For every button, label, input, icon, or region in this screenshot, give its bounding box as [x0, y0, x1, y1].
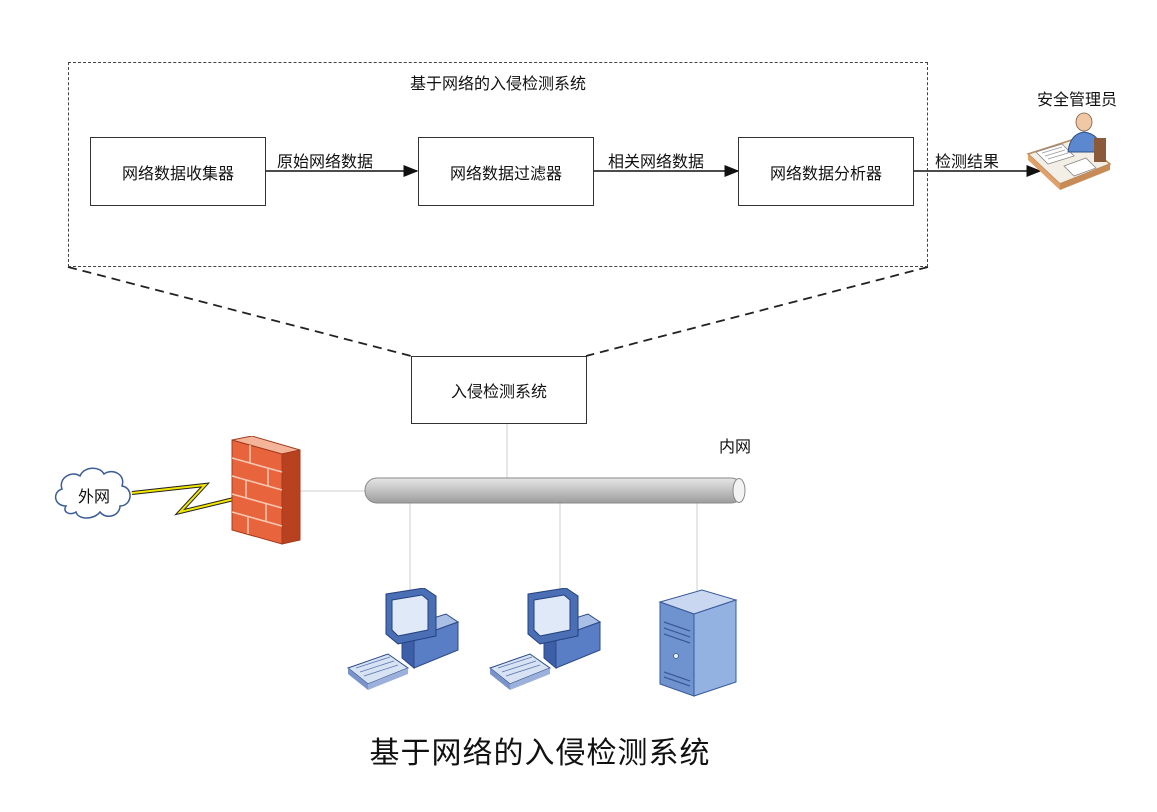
security-admin-icon — [1026, 112, 1112, 190]
ids-detail-frame — [68, 62, 928, 267]
admin-label: 安全管理员 — [1037, 90, 1118, 109]
edge-label-detection-result: 检测结果 — [935, 152, 1000, 171]
filter-box: 网络数据过滤器 — [418, 137, 594, 206]
analyzer-box: 网络数据分析器 — [738, 137, 914, 206]
internal-network-label: 内网 — [719, 437, 752, 456]
collector-box: 网络数据收集器 — [90, 137, 266, 206]
firewall-icon — [231, 436, 301, 545]
server-icon — [658, 589, 738, 697]
cloud-icon — [54, 467, 131, 519]
figure-caption: 基于网络的入侵检测系统 — [369, 736, 711, 771]
network-bus-icon — [364, 477, 746, 504]
edge-label-raw-data: 原始网络数据 — [277, 152, 374, 171]
frame-title: 基于网络的入侵检测系统 — [409, 74, 586, 93]
projection-line-right — [585, 266, 929, 357]
workstation-icon — [346, 588, 460, 690]
edge-label-related-data: 相关网络数据 — [608, 152, 705, 171]
ids-box: 入侵检测系统 — [411, 356, 587, 424]
projection-line-left — [67, 266, 412, 357]
workstation-icon — [488, 588, 602, 690]
external-network-label: 外网 — [78, 487, 111, 506]
